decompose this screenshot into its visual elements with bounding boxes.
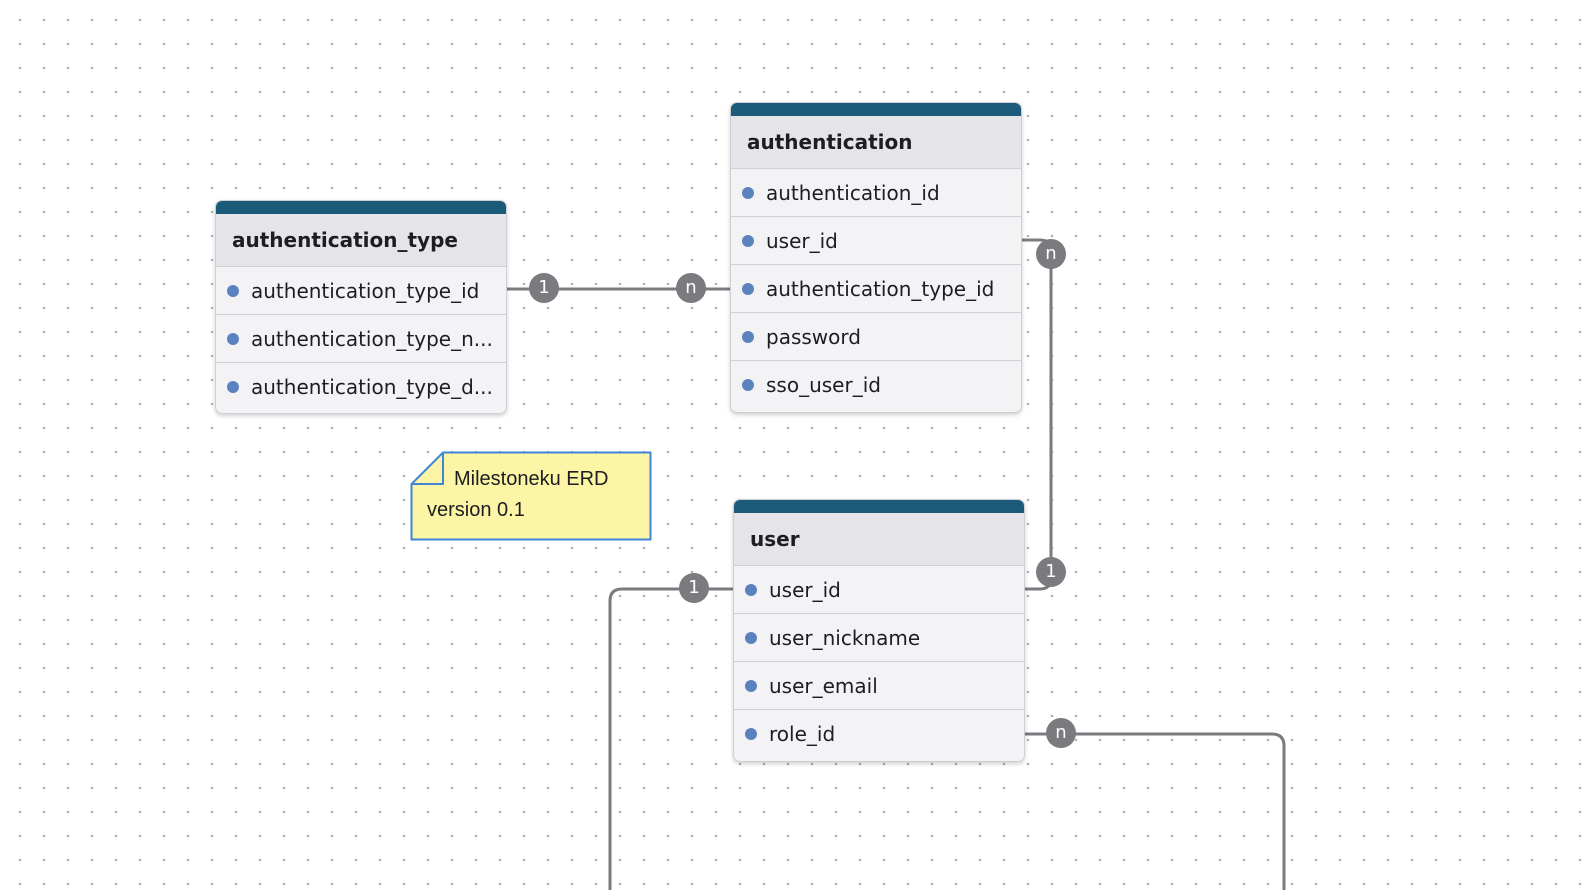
note-text-line: Milestoneku ERD: [454, 468, 609, 490]
note[interactable]: Milestoneku ERD version 0.1: [410, 451, 652, 541]
column-row[interactable]: authentication_type_id: [216, 267, 506, 315]
column-row[interactable]: authentication_type_d...: [216, 363, 506, 410]
column-dot-icon: [227, 284, 239, 297]
note-shape: [410, 451, 652, 541]
column-dot-icon: [745, 679, 757, 692]
column-row[interactable]: authentication_id: [731, 169, 1021, 217]
column-name: authentication_id: [766, 180, 940, 205]
cardinality-badge: 1: [529, 273, 559, 303]
column-dot-icon: [745, 631, 757, 644]
column-name: user_email: [769, 673, 878, 698]
table-title[interactable]: authentication: [731, 116, 1021, 169]
edge-auth-user-to-user: [1020, 238, 1053, 591]
edge-user-role: [1023, 732, 1286, 890]
column-dot-icon: [742, 234, 754, 247]
column-row[interactable]: sso_user_id: [731, 361, 1021, 408]
column-row[interactable]: user_nickname: [734, 614, 1024, 662]
column-name: password: [766, 324, 861, 349]
column-name: user_nickname: [769, 625, 921, 650]
table-header-bar: [731, 103, 1021, 116]
column-name: authentication_type_n...: [251, 326, 493, 351]
column-name: role_id: [769, 721, 836, 746]
column-name: authentication_type_id: [766, 276, 995, 301]
column-name: user_id: [766, 228, 838, 253]
table-user[interactable]: user user_id user_nickname user_email ro…: [733, 499, 1025, 762]
column-dot-icon: [745, 583, 757, 596]
cardinality-badge: 1: [1036, 557, 1066, 587]
column-row[interactable]: authentication_type_id: [731, 265, 1021, 313]
cardinality-badge: n: [1036, 239, 1066, 269]
column-row[interactable]: password: [731, 313, 1021, 361]
column-name: authentication_type_id: [251, 278, 480, 303]
column-name: user_id: [769, 577, 841, 602]
cardinality-badge: n: [676, 273, 706, 303]
table-header-bar: [216, 201, 506, 214]
table-title[interactable]: user: [734, 513, 1024, 566]
table-authentication-type[interactable]: authentication_type authentication_type_…: [215, 200, 507, 414]
column-row[interactable]: role_id: [734, 710, 1024, 757]
table-title[interactable]: authentication_type: [216, 214, 506, 267]
column-row[interactable]: user_id: [731, 217, 1021, 265]
column-dot-icon: [742, 282, 754, 295]
column-row[interactable]: user_id: [734, 566, 1024, 614]
column-dot-icon: [742, 378, 754, 391]
column-name: sso_user_id: [766, 372, 881, 397]
table-header-bar: [734, 500, 1024, 513]
column-name: authentication_type_d...: [251, 374, 493, 399]
cardinality-badge: n: [1046, 718, 1076, 748]
column-dot-icon: [227, 332, 239, 345]
column-dot-icon: [742, 186, 754, 199]
column-dot-icon: [742, 330, 754, 343]
edge-user-left: [608, 587, 735, 890]
column-dot-icon: [745, 727, 757, 740]
column-row[interactable]: authentication_type_n...: [216, 315, 506, 363]
table-authentication[interactable]: authentication authentication_id user_id…: [730, 102, 1022, 413]
note-text-line: version 0.1: [427, 499, 525, 521]
cardinality-badge: 1: [679, 573, 709, 603]
column-row[interactable]: user_email: [734, 662, 1024, 710]
column-dot-icon: [227, 380, 239, 393]
